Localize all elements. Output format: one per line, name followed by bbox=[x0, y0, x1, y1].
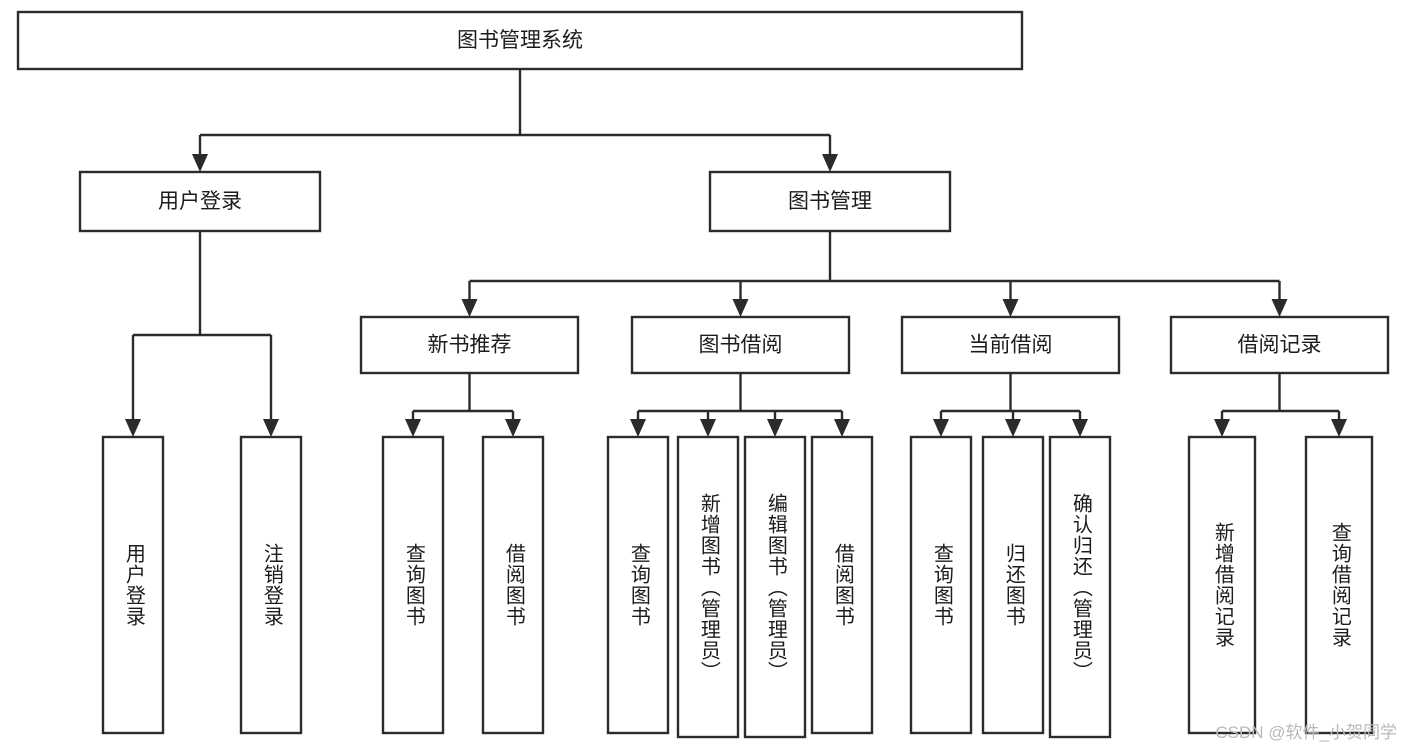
node-box-新书推荐[interactable] bbox=[359, 315, 580, 375]
leaf-label-6[interactable]: 编辑图书（管理员） bbox=[764, 492, 787, 682]
node-box-leaf-2[interactable] bbox=[381, 435, 445, 735]
arrow-to-图书管理 bbox=[822, 154, 838, 172]
watermark-text: CSDN @软件_小贺同学 bbox=[1215, 723, 1397, 742]
node-box-用户登录[interactable] bbox=[78, 170, 322, 233]
arrow-to-用户登录 bbox=[192, 154, 208, 172]
leaf-label-11[interactable]: 新增借阅记录 bbox=[1211, 522, 1234, 648]
node-box-图书管理[interactable] bbox=[708, 170, 952, 233]
arrow-to-图书借阅 bbox=[732, 299, 749, 317]
node-label-当前借阅: 当前借阅 bbox=[969, 334, 1053, 357]
node-box-root[interactable] bbox=[16, 10, 1024, 71]
leaf-label-4[interactable]: 查询图书 bbox=[627, 543, 650, 627]
node-box-图书借阅[interactable] bbox=[630, 315, 851, 375]
leaf-label-5[interactable]: 新增图书（管理员） bbox=[697, 492, 720, 682]
arrow-to-leaf-1 bbox=[263, 419, 279, 437]
node-box-leaf-11[interactable] bbox=[1187, 435, 1257, 735]
node-box-leaf-4[interactable] bbox=[606, 435, 670, 735]
arrow-to-leaf-0 bbox=[125, 419, 141, 437]
node-box-leaf-9[interactable] bbox=[981, 435, 1045, 735]
leaf-label-9[interactable]: 归还图书 bbox=[1002, 543, 1025, 627]
node-label-图书管理: 图书管理 bbox=[788, 190, 872, 213]
node-box-leaf-7[interactable] bbox=[810, 435, 874, 735]
node-boxes-group bbox=[16, 10, 1390, 739]
node-box-借阅记录[interactable] bbox=[1169, 315, 1390, 375]
leaf-label-7[interactable]: 借阅图书 bbox=[831, 543, 854, 627]
arrow-to-借阅记录 bbox=[1271, 299, 1288, 317]
node-box-leaf-10[interactable] bbox=[1048, 435, 1112, 739]
node-label-root: 图书管理系统 bbox=[457, 29, 583, 52]
node-label-借阅记录: 借阅记录 bbox=[1238, 334, 1322, 357]
leaf-label-2[interactable]: 查询图书 bbox=[402, 543, 425, 627]
node-box-leaf-12[interactable] bbox=[1304, 435, 1374, 735]
node-box-leaf-3[interactable] bbox=[481, 435, 545, 735]
arrow-to-leaf-12 bbox=[1331, 419, 1347, 437]
leaf-label-10[interactable]: 确认归还（管理员） bbox=[1069, 492, 1092, 682]
arrow-to-新书推荐 bbox=[461, 299, 478, 317]
arrow-to-leaf-7 bbox=[834, 419, 850, 437]
arrow-to-当前借阅 bbox=[1002, 299, 1019, 317]
arrow-to-leaf-5 bbox=[700, 419, 716, 437]
node-box-leaf-5[interactable] bbox=[676, 435, 740, 739]
arrow-to-leaf-10 bbox=[1072, 419, 1088, 437]
arrow-to-leaf-4 bbox=[630, 419, 646, 437]
node-label-用户登录: 用户登录 bbox=[158, 190, 242, 213]
node-box-leaf-8[interactable] bbox=[909, 435, 973, 735]
leaf-label-3[interactable]: 借阅图书 bbox=[502, 543, 525, 627]
arrow-to-leaf-2 bbox=[405, 419, 421, 437]
leaf-label-12[interactable]: 查询借阅记录 bbox=[1328, 522, 1351, 648]
arrow-to-leaf-6 bbox=[767, 419, 783, 437]
arrow-to-leaf-8 bbox=[933, 419, 949, 437]
leaf-label-0[interactable]: 用户登录 bbox=[122, 543, 145, 627]
leaf-label-8[interactable]: 查询图书 bbox=[930, 543, 953, 627]
node-label-图书借阅: 图书借阅 bbox=[699, 334, 783, 357]
arrow-to-leaf-3 bbox=[505, 419, 521, 437]
node-box-leaf-6[interactable] bbox=[743, 435, 807, 739]
node-box-leaf-1[interactable] bbox=[239, 435, 303, 735]
arrow-to-leaf-11 bbox=[1214, 419, 1230, 437]
leaf-label-1[interactable]: 注销登录 bbox=[260, 543, 283, 627]
node-box-当前借阅[interactable] bbox=[900, 315, 1121, 375]
node-box-leaf-0[interactable] bbox=[101, 435, 165, 735]
node-label-新书推荐: 新书推荐 bbox=[428, 334, 512, 357]
connectors-group bbox=[125, 69, 1347, 437]
arrow-to-leaf-9 bbox=[1005, 419, 1021, 437]
